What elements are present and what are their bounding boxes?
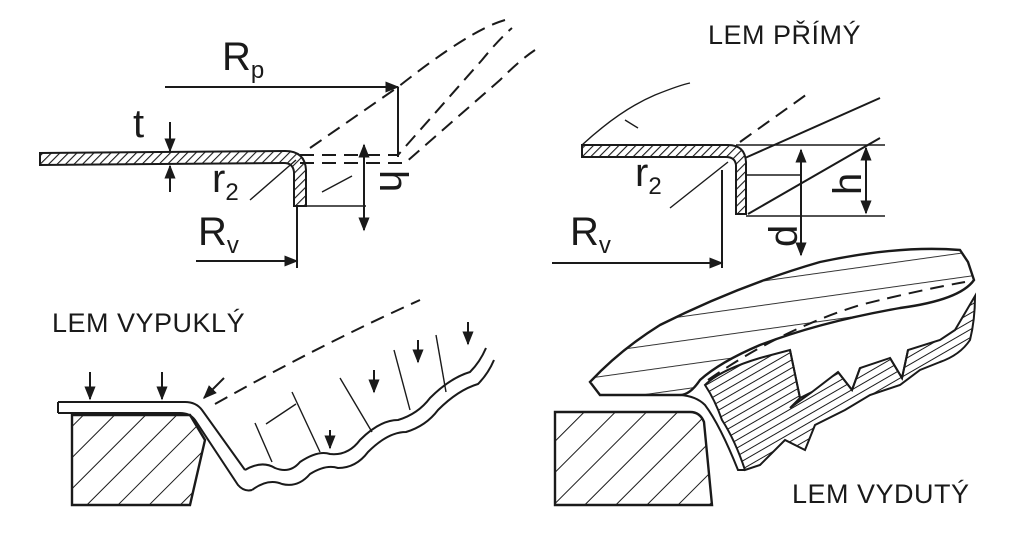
tick-6 xyxy=(265,403,297,425)
top-tick xyxy=(624,119,639,129)
rp-label: Rp xyxy=(222,35,264,84)
notch-2 xyxy=(837,367,861,393)
sheet-bottom-edge xyxy=(58,412,253,492)
section-straight: LEM PŘÍMÝ r2 Rv h d xyxy=(552,19,885,269)
tick-2 xyxy=(291,391,321,453)
tick-3 xyxy=(339,377,373,433)
top-curve xyxy=(581,82,691,146)
contour-dashed-outer xyxy=(309,19,506,149)
concave-edge xyxy=(600,394,745,471)
concave-sheet-top xyxy=(588,247,976,397)
r2-right-label: r2 xyxy=(635,151,662,200)
force-arrow-3 xyxy=(203,377,225,399)
h-right-label: h xyxy=(826,173,870,195)
wavy-edge-1 xyxy=(244,347,487,471)
section-convex: Rp t h r2 Rv xyxy=(39,19,536,268)
wavy-edge-2 xyxy=(251,359,495,491)
sheet-flat xyxy=(39,149,307,207)
view-concave: LEM VYDUTÝ xyxy=(553,247,977,509)
t-label: t xyxy=(133,102,144,146)
convex-dashed-contour xyxy=(214,299,421,405)
r2-left-label: r2 xyxy=(212,157,239,206)
contour-dashed-2 xyxy=(300,49,536,164)
contour-dashed-1 xyxy=(300,27,513,156)
r2-right-leader xyxy=(669,161,729,209)
r2-leader xyxy=(249,159,297,201)
d-label: d xyxy=(762,225,806,247)
view-convex: LEM VYPUKLÝ xyxy=(52,299,495,507)
die-block-left xyxy=(70,413,207,507)
notch-1 xyxy=(789,349,813,400)
lem-vypukly-title: LEM VYPUKLÝ xyxy=(52,308,245,338)
rv-right-label: Rv xyxy=(570,210,611,259)
sheet-flat-right xyxy=(581,144,747,215)
notch-3 xyxy=(889,349,909,381)
straight-line-2 xyxy=(744,97,881,159)
tick-5 xyxy=(435,334,447,393)
concave-dashed-contour xyxy=(707,281,966,381)
straight-line-3 xyxy=(747,137,881,215)
tick-4 xyxy=(393,349,411,411)
flange-diag xyxy=(321,175,353,193)
rv-left-label: Rv xyxy=(198,210,239,259)
lem-primy-title: LEM PŘÍMÝ xyxy=(708,19,861,50)
tick-1 xyxy=(254,422,273,463)
die-block-right xyxy=(553,410,714,507)
h-left-label: h xyxy=(371,170,415,192)
lem-vyduty-title: LEM VYDUTÝ xyxy=(792,479,970,509)
straight-dashed-1 xyxy=(739,91,811,143)
sheet-top-edge xyxy=(58,401,246,471)
